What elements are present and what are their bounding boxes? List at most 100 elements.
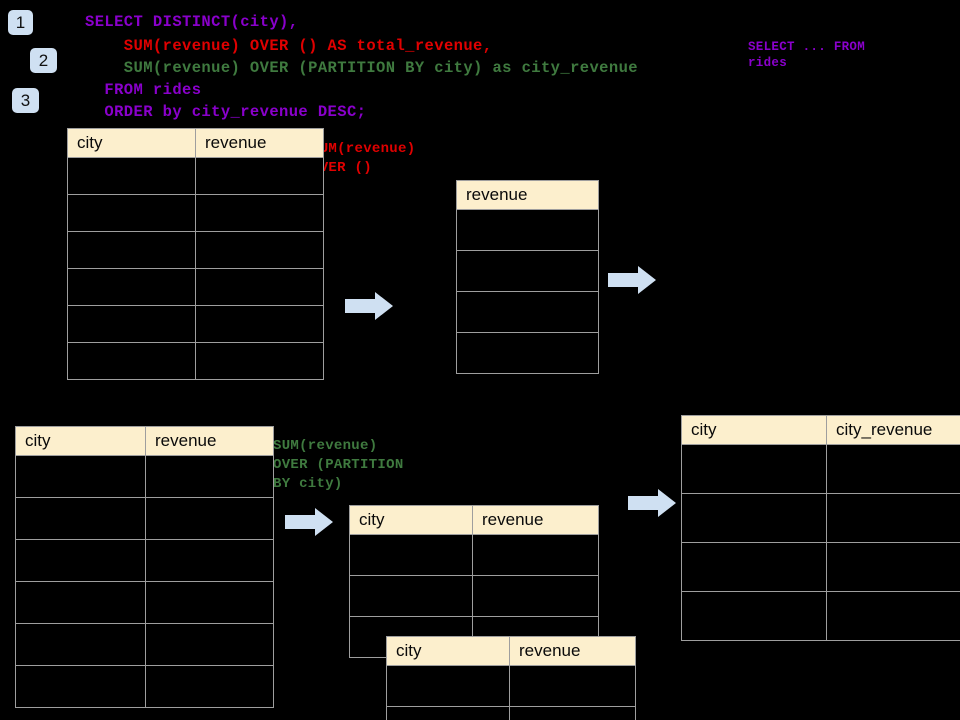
table-row [681,542,960,592]
annotation-select-from: SELECT ... FROM rides [748,40,866,70]
table-cell [145,623,274,666]
column-header-city-revenue: city_revenue [826,415,960,445]
column-header-city: city [15,426,146,456]
table-cell [349,534,473,576]
table-cell [386,665,510,707]
table-cell [195,157,324,195]
arrow-total-to-out [608,266,656,294]
table-cell [145,665,274,708]
table-cell [195,268,324,306]
table-header-row: city revenue [15,426,274,456]
table-header-row: city revenue [386,636,636,666]
table-cell [67,305,196,343]
column-header-city: city [386,636,510,666]
table-row [456,209,599,251]
table-cell [509,665,636,707]
table-cell [472,575,599,617]
column-header-revenue: revenue [145,426,274,456]
table-header-row: city revenue [349,505,599,535]
step-badge-2: 2 [30,48,57,73]
table-row [67,305,324,343]
table-row [67,157,324,195]
column-header-revenue: revenue [509,636,636,666]
table-row [681,591,960,641]
table-row [681,444,960,494]
table-row [15,497,274,540]
table-row [67,231,324,269]
table-cell [145,581,274,624]
table-cell [15,539,146,582]
table-row [15,581,274,624]
table-cell [145,497,274,540]
table-total-revenue-result: revenue [456,180,599,374]
table-cell [386,706,510,720]
column-header-revenue: revenue [195,128,324,158]
table-header-row: city city_revenue [681,415,960,445]
table-header-row: revenue [456,180,599,210]
table-row [386,706,636,720]
table-cell [349,575,473,617]
table-cell [681,444,827,494]
step-badge-3: 3 [12,88,39,113]
sql-line-order-by: ORDER by city_revenue DESC; [85,103,367,121]
table-row [456,250,599,292]
table-cell [456,209,599,251]
table-cell [15,455,146,498]
table-rides-source-top: city revenue [67,128,324,380]
table-partition-group-front: city revenue [386,636,636,720]
table-cell [826,542,960,592]
table-row [67,194,324,232]
table-cell [195,194,324,232]
table-cell [15,665,146,708]
table-row [349,575,599,617]
table-cell [15,497,146,540]
table-cell [681,542,827,592]
annotation-sum-over-partition: SUM(revenue) OVER (PARTITION BY city) [273,438,404,492]
table-row [15,455,274,498]
arrow-source-to-partition [285,508,333,536]
arrow-partition-to-result [628,489,676,517]
table-cell [195,305,324,343]
column-header-revenue: revenue [472,505,599,535]
table-cell [456,291,599,333]
table-cell [15,623,146,666]
table-cell [509,706,636,720]
table-row [349,534,599,576]
table-cell [15,581,146,624]
table-header-row: city revenue [67,128,324,158]
table-cell [145,539,274,582]
annotation-sum-over-empty: SUM(revenue) OVER () [311,141,416,176]
table-row [15,623,274,666]
sql-line-from: FROM rides [85,81,202,99]
column-header-city: city [349,505,473,535]
table-row [15,665,274,708]
table-cell [472,534,599,576]
table-rides-source-bottom: city revenue [15,426,274,708]
column-header-city: city [681,415,827,445]
table-cell [67,231,196,269]
table-cell [195,231,324,269]
table-row [456,291,599,333]
table-cell [456,250,599,292]
step-badge-1: 1 [8,10,33,35]
column-header-revenue: revenue [456,180,599,210]
table-cell [67,194,196,232]
table-row [386,665,636,707]
table-row [681,493,960,543]
sql-line-city-revenue: SUM(revenue) OVER (PARTITION BY city) as… [85,59,638,77]
table-row [67,268,324,306]
table-row [456,332,599,374]
table-cell [826,493,960,543]
table-city-revenue-result: city city_revenue [681,415,960,641]
column-header-city: city [67,128,196,158]
table-cell [681,493,827,543]
table-cell [145,455,274,498]
table-row [67,342,324,380]
table-row [15,539,274,582]
table-cell [67,342,196,380]
sql-line-select-distinct: SELECT DISTINCT(city), [85,13,299,31]
arrow-source-to-total [345,292,393,320]
table-cell [67,157,196,195]
table-cell [681,591,827,641]
